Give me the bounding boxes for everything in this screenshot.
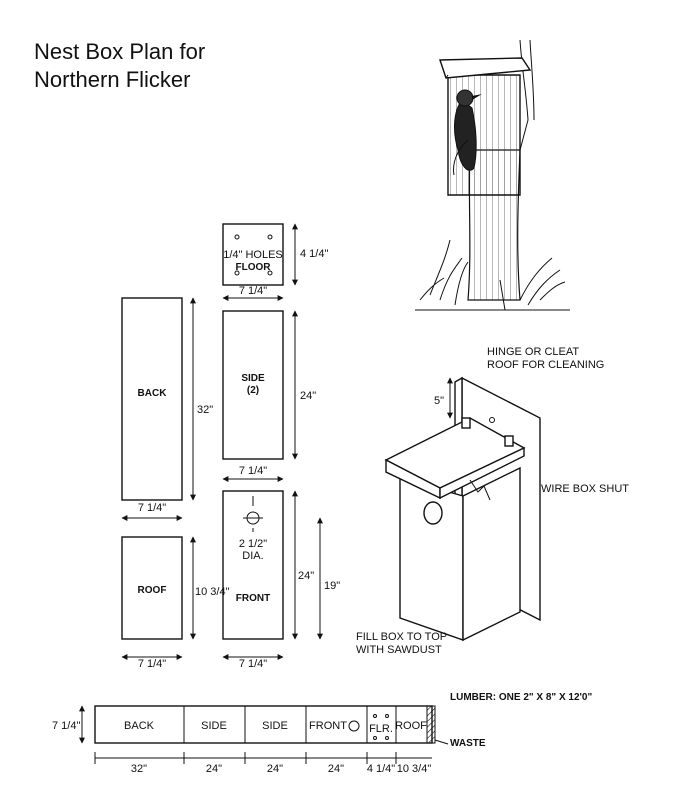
cut-length: 4 1/4" — [367, 763, 395, 775]
front-label: FRONT — [236, 593, 270, 604]
front-panel: 2 1/2" DIA. FRONT 24" 19" 7 1/4" — [222, 490, 340, 670]
fill-note-line1: FILL BOX TO TOP — [356, 631, 447, 643]
roof-panel: ROOF 10 3/4" 7 1/4" — [121, 536, 230, 670]
fill-note-line2: WITH SAWDUST — [356, 644, 442, 656]
lumber-width-dim: 7 1/4" — [52, 720, 80, 732]
floor-height-dim: 4 1/4" — [300, 248, 328, 260]
floor-holes-note: 1/4" HOLES — [223, 249, 283, 261]
cut-label: BACK — [124, 720, 155, 732]
cut-label: FLR. — [369, 723, 393, 735]
title-line-1: Nest Box Plan for — [34, 39, 206, 64]
front-hole-unit: DIA. — [242, 550, 263, 562]
flicker-illustration — [415, 39, 570, 311]
roof-width-dim: 7 1/4" — [138, 658, 166, 670]
side-width-dim: 7 1/4" — [239, 465, 267, 477]
front-width-dim: 7 1/4" — [239, 658, 267, 670]
side-height-dim: 24" — [300, 390, 316, 402]
back-width-dim: 7 1/4" — [138, 502, 166, 514]
lumber-layout: LUMBER: ONE 2" X 8" X 12'0" WASTE BACK S… — [52, 692, 592, 775]
hinge-note-line1: HINGE OR CLEAT — [487, 346, 579, 358]
front-height-dim: 24" — [298, 570, 314, 582]
waste-label: WASTE — [450, 738, 486, 749]
cut-length: 24" — [328, 763, 344, 775]
cut-length: 24" — [267, 763, 283, 775]
cut-length: 24" — [206, 763, 222, 775]
side-count: (2) — [247, 385, 259, 396]
floor-label: FLOOR — [236, 262, 272, 273]
roof-gap-dim: 5" — [434, 395, 444, 407]
roof-label: ROOF — [138, 585, 167, 596]
wire-note: WIRE BOX SHUT — [541, 483, 629, 495]
cut-label: SIDE — [262, 720, 288, 732]
lumber-note: LUMBER: ONE 2" X 8" X 12'0" — [450, 692, 592, 703]
back-label: BACK — [138, 388, 168, 399]
cut-length: 32" — [131, 763, 147, 775]
cut-label: SIDE — [201, 720, 227, 732]
side-panel: SIDE (2) 24" 7 1/4" — [222, 310, 316, 482]
cut-label: FRONT — [309, 720, 347, 732]
title-line-2: Northern Flicker — [34, 67, 191, 92]
side-label: SIDE — [241, 373, 265, 384]
floor-panel: 1/4" HOLES FLOOR 4 1/4" 7 1/4" — [222, 223, 328, 301]
back-height-dim: 32" — [197, 404, 213, 416]
page-title: Nest Box Plan for Northern Flicker — [34, 38, 205, 94]
front-hole-height-dim: 19" — [324, 580, 340, 592]
back-panel: BACK 32" 7 1/4" — [121, 297, 219, 521]
waste-section — [426, 705, 436, 744]
roof-height-dim: 10 3/4" — [195, 586, 230, 598]
hinge-note-line2: ROOF FOR CLEANING — [487, 359, 604, 371]
cut-length: 10 3/4" — [397, 763, 432, 775]
front-hole-dim: 2 1/2" — [239, 538, 267, 550]
assembled-box: 5" HINGE OR CLEAT ROOF FOR CLEANING WIRE… — [356, 346, 629, 656]
floor-width-dim: 7 1/4" — [239, 285, 267, 297]
cut-label: ROOF — [395, 720, 427, 732]
